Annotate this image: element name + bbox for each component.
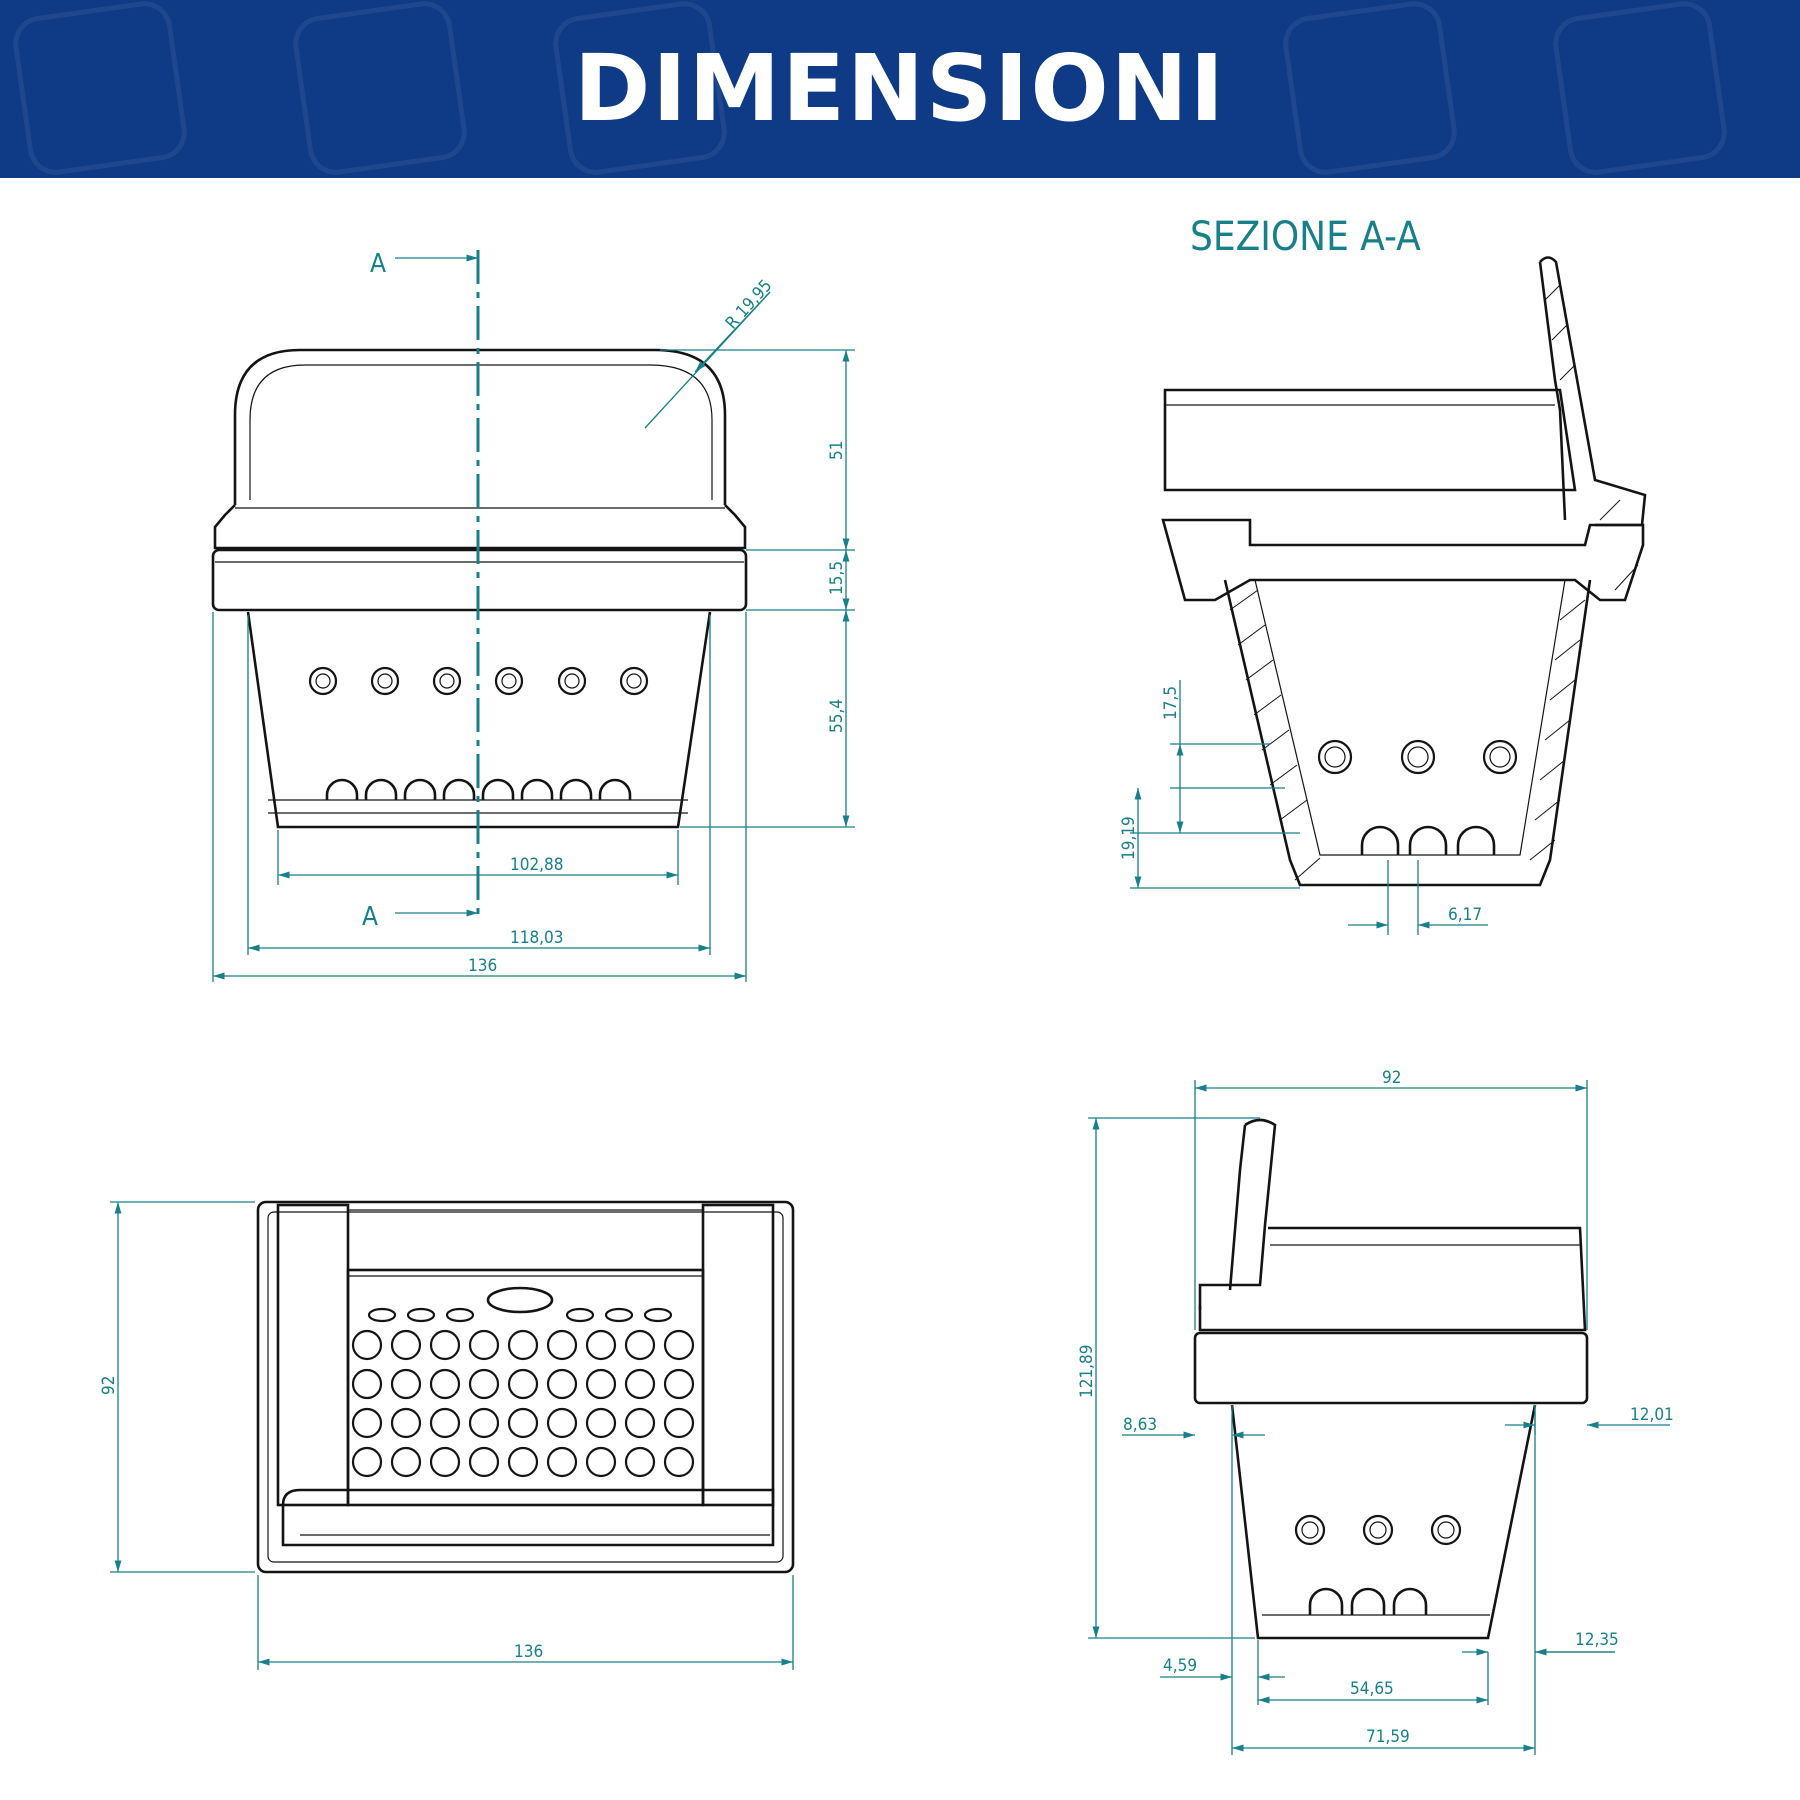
grid-hole (390, 1407, 422, 1439)
grid-hole (585, 1446, 617, 1478)
dim-55-4: 55,4 (827, 699, 847, 733)
dim-17-5: 17,5 (1161, 686, 1181, 720)
section-lid (1163, 388, 1577, 492)
top-basket-grid (346, 1268, 705, 1507)
grid-slot (565, 1307, 595, 1323)
side-dim-121-89: 121,89 (1077, 1345, 1097, 1399)
section-basket-outer (1223, 579, 1592, 887)
top-dim-136: 136 (514, 1642, 543, 1662)
radius-label: R 19,95 (722, 276, 777, 333)
grid-hole (351, 1407, 383, 1439)
grid-hole (546, 1329, 578, 1361)
section-hatching (1229, 284, 1639, 881)
grid-hole (546, 1407, 578, 1439)
grid-hole (546, 1368, 578, 1400)
grid-hole (663, 1368, 695, 1400)
grid-hole (624, 1329, 656, 1361)
grid-hole (663, 1329, 695, 1361)
grid-hole (507, 1446, 539, 1478)
grid-hole (468, 1407, 500, 1439)
grid-hole (468, 1446, 500, 1478)
section-title: SEZIONE A-A (1190, 214, 1421, 260)
grid-slot (367, 1307, 397, 1323)
grid-slot (604, 1307, 634, 1323)
grid-hole (624, 1407, 656, 1439)
grid-hole (390, 1368, 422, 1400)
top-dim-92: 92 (99, 1376, 119, 1395)
section-handle (1539, 256, 1647, 527)
grid-hole (507, 1329, 539, 1361)
technical-drawing: A A R 19,95 51 15,5 55,4 102,88 118,03 1… (99, 214, 1674, 1755)
side-lid (1198, 1226, 1587, 1332)
side-basket-body (1230, 1404, 1537, 1640)
grid-hole (663, 1446, 695, 1478)
top-front-lip (281, 1488, 775, 1547)
side-holes (1262, 1514, 1490, 1616)
side-dim-71-59: 71,59 (1366, 1727, 1410, 1747)
grid-hole (585, 1407, 617, 1439)
dim-102-88: 102,88 (510, 855, 564, 875)
grid-hole (624, 1446, 656, 1478)
section-marker-bottom: A (362, 902, 378, 932)
grid-hole (351, 1368, 383, 1400)
top-outline (256, 1200, 795, 1574)
grid-hole (468, 1368, 500, 1400)
top-center-slot (486, 1286, 554, 1314)
dim-19-19: 19,19 (1119, 816, 1139, 860)
section-rim (1161, 518, 1645, 602)
grid-slot (406, 1307, 436, 1323)
dim-136: 136 (468, 956, 497, 976)
page-title: DIMENSIONI (574, 35, 1226, 142)
front-lid-skirt (213, 504, 747, 550)
grid-hole (429, 1329, 461, 1361)
dim-118-03: 118,03 (510, 928, 564, 948)
side-view: 92 121,89 8,63 12,01 12,35 4,59 54,65 71… (1077, 1068, 1674, 1755)
top-view: 92 136 (99, 1200, 795, 1670)
section-holes (1317, 739, 1518, 855)
front-holes (308, 666, 649, 696)
grid-hole (468, 1329, 500, 1361)
side-rim (1193, 1331, 1589, 1405)
section-marker-top: A (370, 249, 386, 279)
grid-hole (429, 1446, 461, 1478)
grid-hole (507, 1407, 539, 1439)
dim-15-5: 15,5 (827, 561, 847, 595)
grid-hole (624, 1368, 656, 1400)
front-lid-outline (233, 348, 727, 505)
grid-hole (390, 1446, 422, 1478)
grid-slot (643, 1307, 673, 1323)
top-holes (351, 1307, 695, 1478)
side-dim-54-65: 54,65 (1350, 1679, 1394, 1699)
grid-hole (546, 1446, 578, 1478)
grid-hole (507, 1368, 539, 1400)
grid-hole (429, 1368, 461, 1400)
side-dim-12-35: 12,35 (1575, 1630, 1619, 1650)
front-bottom-slots (325, 778, 632, 800)
side-handle (1198, 1118, 1277, 1310)
grid-hole (585, 1329, 617, 1361)
dim-51: 51 (827, 441, 847, 460)
side-dim-4-59: 4,59 (1163, 1656, 1197, 1676)
section-view: SEZIONE A-A (1119, 214, 1647, 935)
grid-slot (445, 1307, 475, 1323)
top-side-left (276, 1203, 350, 1507)
grid-hole (390, 1329, 422, 1361)
grid-hole (351, 1446, 383, 1478)
side-dim-92: 92 (1382, 1068, 1401, 1088)
grid-hole (429, 1407, 461, 1439)
grid-hole (663, 1407, 695, 1439)
header-banner: DIMENSIONI (0, 0, 1800, 178)
grid-hole (585, 1368, 617, 1400)
side-dim-8-63: 8,63 (1123, 1415, 1157, 1435)
top-side-right (701, 1203, 775, 1507)
grid-hole (351, 1329, 383, 1361)
dim-6-17: 6,17 (1448, 905, 1482, 925)
front-view: A A R 19,95 51 15,5 55,4 102,88 118,03 1… (211, 249, 855, 982)
side-dim-12-01: 12,01 (1630, 1405, 1674, 1425)
